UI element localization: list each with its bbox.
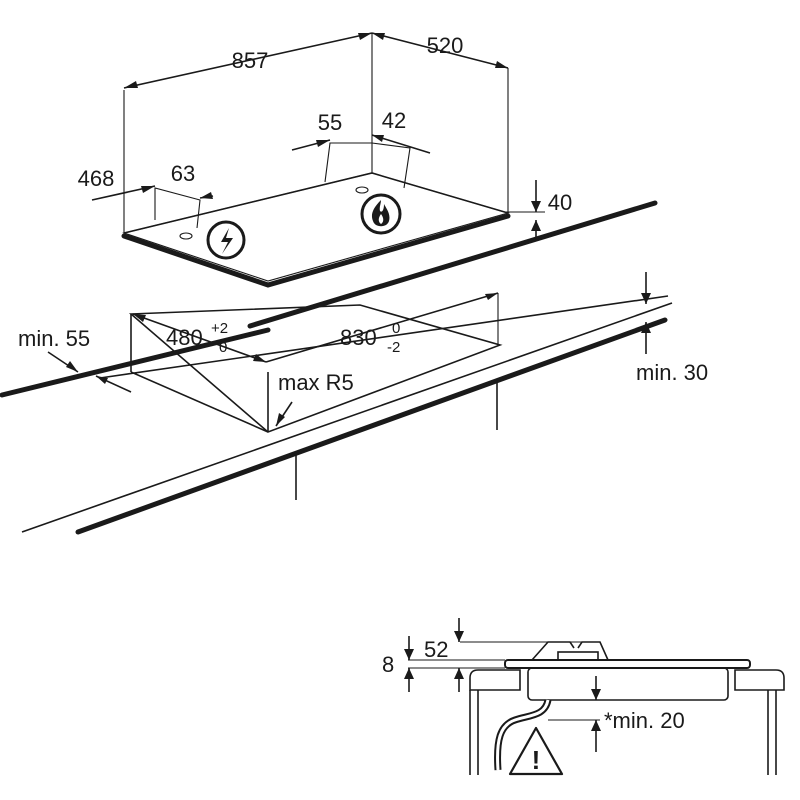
dim-max-r5-label: max R5 bbox=[278, 370, 354, 395]
dim-520-label: 520 bbox=[427, 33, 464, 58]
dim-8-label: 8 bbox=[382, 652, 394, 677]
dim-min-30: min. 30 bbox=[636, 272, 708, 385]
dim-857-label: 857 bbox=[232, 48, 269, 73]
dim-52-label: 52 bbox=[424, 637, 448, 662]
dim-830-tol-plus: 0 bbox=[392, 320, 400, 337]
dim-min-30-label: min. 30 bbox=[636, 360, 708, 385]
dim-8: 8 bbox=[382, 636, 414, 692]
electric-connection-icon bbox=[206, 220, 246, 260]
dim-480: 480 +2 0 bbox=[132, 313, 267, 363]
hob-drawing bbox=[121, 33, 511, 288]
warning-triangle-icon: ! bbox=[508, 726, 564, 776]
dim-min-55: min. 55 bbox=[18, 326, 132, 393]
dim-830-tol-minus: -2 bbox=[387, 339, 400, 356]
dim-857: 857 bbox=[123, 32, 373, 89]
dim-52: 52 bbox=[424, 618, 464, 692]
dim-63-label: 63 bbox=[171, 161, 195, 186]
dim-max-r5: max R5 bbox=[275, 370, 354, 427]
warning-symbol: ! bbox=[532, 745, 541, 775]
dim-520: 520 bbox=[371, 32, 509, 69]
dim-min-20-label: *min. 20 bbox=[604, 708, 685, 733]
dim-830: 830 0 -2 bbox=[265, 292, 499, 363]
dim-468-label: 468 bbox=[78, 166, 115, 191]
dim-480-label: 480 bbox=[166, 325, 203, 350]
dim-40: 40 bbox=[505, 180, 572, 238]
dim-55-label: 55 bbox=[318, 110, 342, 135]
dim-min-55-label: min. 55 bbox=[18, 326, 90, 351]
section-drawing bbox=[408, 641, 785, 775]
dim-480-tol-minus: 0 bbox=[219, 339, 227, 356]
dim-55-42: 55 42 bbox=[291, 108, 431, 154]
dim-480-tol-plus: +2 bbox=[211, 320, 228, 337]
gas-flame-icon bbox=[360, 193, 402, 235]
dim-468-63: 468 63 bbox=[78, 161, 214, 201]
dim-min-20: *min. 20 bbox=[591, 676, 685, 752]
worktop-drawing bbox=[0, 200, 673, 535]
dim-42-label: 42 bbox=[382, 108, 406, 133]
dim-40-label: 40 bbox=[548, 190, 572, 215]
dim-830-label: 830 bbox=[340, 325, 377, 350]
